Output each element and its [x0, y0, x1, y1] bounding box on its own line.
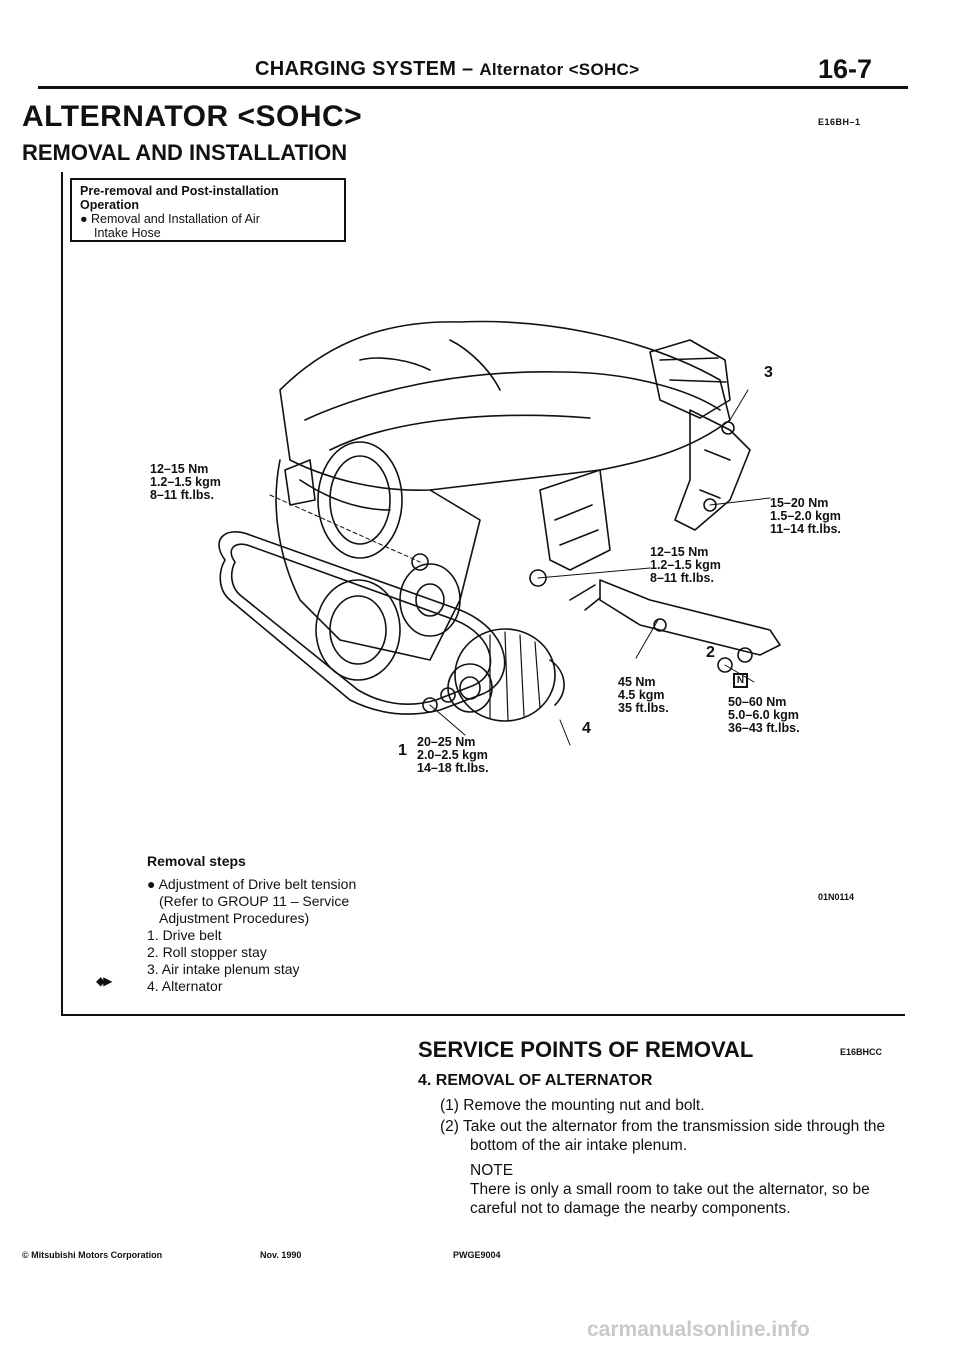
step-line: Adjustment Procedures) [159, 910, 310, 926]
service-points-title: SERVICE POINTS OF REMOVAL [418, 1037, 754, 1062]
callout-a-nm: 12–15 Nm [150, 462, 209, 476]
engine-illustration [218, 320, 781, 746]
step-line: (Refer to GROUP 11 – Service [159, 893, 350, 909]
torque-callout-e: 50–60 Nm 5.0–6.0 kgm 36–43 ft.lbs. [728, 696, 800, 735]
service-points-body: (1) Remove the mounting nut and bolt. (2… [440, 1096, 910, 1218]
torque-callout-a: 12–15 Nm 1.2–1.5 kgm 8–11 ft.lbs. [150, 463, 221, 502]
pre-box-title-1: Pre-removal and Post-installation [80, 184, 279, 198]
torque-callout-f: 20–25 Nm 2.0–2.5 kgm 14–18 ft.lbs. [417, 736, 489, 775]
service-points-code: E16BHCC [840, 1047, 883, 1057]
callout-a-ftlbs: 8–11 ft.lbs. [150, 488, 214, 502]
callout-d-ftlbs: 35 ft.lbs. [618, 701, 669, 715]
service-point-1: (1) Remove the mounting nut and bolt. [440, 1097, 705, 1114]
note-title: NOTE [470, 1162, 514, 1179]
new-nut-mark: N [733, 673, 748, 688]
header-title-main: CHARGING SYSTEM – [255, 58, 480, 80]
service-point-2: (2) Take out the alternator from the tra… [440, 1118, 886, 1154]
torque-callout-c: 12–15 Nm 1.2–1.5 kgm 8–11 ft.lbs. [650, 546, 721, 585]
pre-box-item-1: ● Removal and Installation of Air [80, 212, 260, 226]
callout-c-ftlbs: 8–11 ft.lbs. [650, 571, 714, 585]
footer-date: Nov. 1990 [260, 1250, 302, 1260]
service-point-arrow-icon: ◆▶ [96, 974, 113, 988]
doc-code: E16BH–1 [818, 117, 861, 127]
step-line: 1. Drive belt [147, 927, 222, 943]
doc-subtitle: REMOVAL AND INSTALLATION [22, 140, 348, 165]
callout-a-kgm: 1.2–1.5 kgm [150, 475, 221, 489]
step-line: 4. Alternator [147, 978, 223, 994]
torque-callout-b: 15–20 Nm 1.5–2.0 kgm 11–14 ft.lbs. [770, 497, 841, 536]
torque-callout-d: 45 Nm 4.5 kgm 35 ft.lbs. [618, 676, 669, 715]
header-rule [38, 86, 908, 89]
callout-e-ftlbs: 36–43 ft.lbs. [728, 721, 800, 735]
note-text: There is only a small room to take out t… [470, 1181, 870, 1217]
callout-f-ftlbs: 14–18 ft.lbs. [417, 761, 489, 775]
header-title: CHARGING SYSTEM – Alternator <SOHC> [255, 58, 639, 81]
callout-f-kgm: 2.0–2.5 kgm [417, 748, 488, 762]
part-number-2: 2 [706, 644, 715, 661]
pre-box-title-2: Operation [80, 198, 140, 212]
watermark: carmanualsonline.info [587, 1318, 810, 1341]
step-line: 3. Air intake plenum stay [147, 961, 300, 977]
callout-b-ftlbs: 11–14 ft.lbs. [770, 522, 841, 536]
step-line: ● Adjustment of Drive belt tension [147, 876, 357, 892]
removal-steps-title: Removal steps [147, 853, 246, 869]
pre-removal-box: Pre-removal and Post-installation Operat… [70, 178, 346, 242]
callout-c-kgm: 1.2–1.5 kgm [650, 558, 721, 572]
removal-steps-list: ● Adjustment of Drive belt tension (Refe… [147, 876, 447, 995]
frame-bottom-rule [61, 1014, 905, 1016]
footer-code: PWGE9004 [453, 1250, 501, 1260]
header-title-sub: Alternator <SOHC> [479, 60, 640, 79]
callout-c-nm: 12–15 Nm [650, 545, 709, 559]
part-number-1: 1 [398, 742, 407, 759]
footer-copyright: © Mitsubishi Motors Corporation [22, 1250, 163, 1260]
doc-title: ALTERNATOR <SOHC> [22, 100, 363, 133]
figure-code: 01N0114 [818, 892, 855, 902]
part-number-4: 4 [582, 720, 591, 737]
page-number: 16-7 [818, 54, 873, 84]
service-points-subtitle: 4. REMOVAL OF ALTERNATOR [418, 1072, 653, 1089]
callout-e-kgm: 5.0–6.0 kgm [728, 708, 799, 722]
callout-d-nm: 45 Nm [618, 675, 656, 689]
callout-b-nm: 15–20 Nm [770, 496, 829, 510]
callout-d-kgm: 4.5 kgm [618, 688, 665, 702]
callout-e-nm: 50–60 Nm [728, 695, 787, 709]
frame-left-rule [61, 172, 63, 1016]
exploded-diagram: 12–15 Nm 1.2–1.5 kgm 8–11 ft.lbs. 15–20 … [130, 300, 841, 780]
callout-b-kgm: 1.5–2.0 kgm [770, 509, 841, 523]
pre-box-item-2: Intake Hose [94, 226, 161, 240]
step-line: 2. Roll stopper stay [147, 944, 267, 960]
part-number-3: 3 [764, 364, 773, 381]
callout-f-nm: 20–25 Nm [417, 735, 476, 749]
